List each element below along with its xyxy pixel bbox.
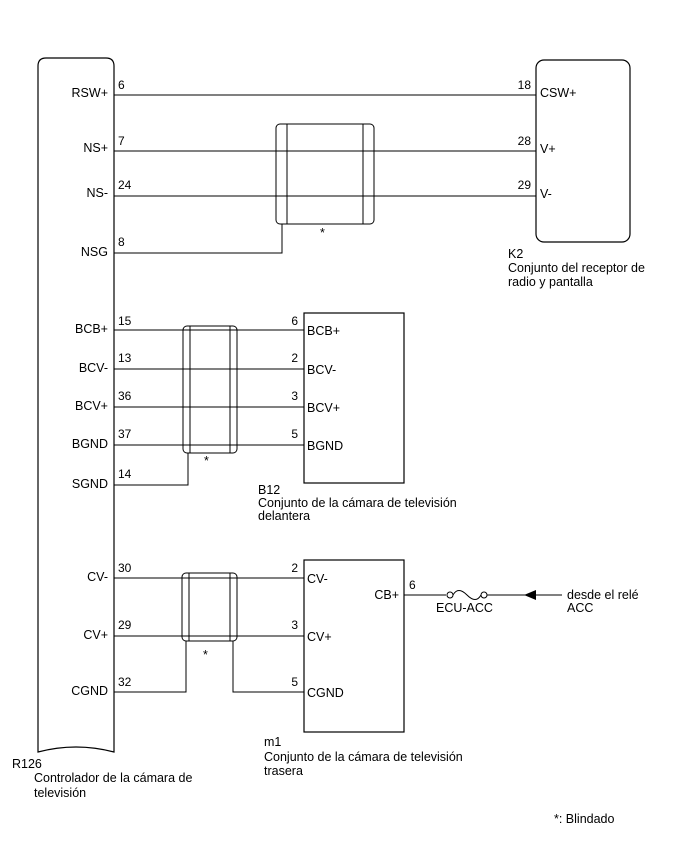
pin-b12-3: 3 [291, 389, 298, 403]
caption-b12: B12 Conjunto de la cámara de televisión … [258, 483, 457, 523]
label-sgnd: SGND [72, 477, 108, 491]
wire-cgnd-left [114, 641, 187, 693]
signal-k2-v-minus: V- [540, 187, 552, 201]
caption-k2: K2 Conjunto del receptor de radio y pant… [508, 247, 645, 289]
pin-k2-18: 18 [518, 78, 532, 92]
signal-b12-bgnd: BGND [307, 439, 343, 453]
b12-name-line1: Conjunto de la cámara de televisión [258, 496, 457, 510]
pin-k2-28: 28 [518, 134, 532, 148]
label-bcv-plus: BCV+ [75, 399, 108, 413]
label-ns-minus: NS- [86, 186, 108, 200]
label-bcv-minus: BCV- [79, 361, 108, 375]
shield-marker-ns: * [320, 226, 325, 240]
signal-m1-cv-plus: CV+ [307, 630, 332, 644]
label-rsw-plus: RSW+ [72, 86, 108, 100]
r126-controller-body [37, 57, 115, 753]
pin-r126-6: 6 [118, 78, 125, 92]
label-cgnd: CGND [71, 684, 108, 698]
m1-name-line1: Conjunto de la cámara de televisión [264, 750, 463, 764]
signal-m1-cgnd: CGND [307, 686, 344, 700]
k2-code: K2 [508, 247, 523, 261]
pin-m1-3: 3 [291, 618, 298, 632]
pin-m1-6: 6 [409, 578, 416, 592]
pin-b12-2: 2 [291, 351, 298, 365]
b12-name-line2: delantera [258, 509, 310, 523]
pin-r126-7: 7 [118, 134, 125, 148]
pin-b12-5: 5 [291, 427, 298, 441]
pin-m1-5: 5 [291, 675, 298, 689]
pin-r126-24: 24 [118, 178, 132, 192]
legend-shielded: *: Blindado [554, 812, 615, 826]
m1-name-line2: trasera [264, 764, 303, 778]
shield-m1 [181, 572, 238, 642]
fuse-terminal-left [446, 591, 454, 599]
pin-r126-13: 13 [118, 351, 132, 365]
pin-b12-6: 6 [291, 314, 298, 328]
r126-name-line2: televisión [34, 786, 86, 800]
b12-pins: 6 2 3 5 BCB+ BCV- BCV+ BGND [291, 314, 343, 453]
pin-r126-15: 15 [118, 314, 132, 328]
m1-code: m1 [264, 735, 281, 749]
label-nsg: NSG [81, 245, 108, 259]
b12-code: B12 [258, 483, 280, 497]
shield-b12 [182, 325, 238, 454]
k2-pins: 18 28 29 CSW+ V+ V- [518, 78, 577, 201]
pin-k2-29: 29 [518, 178, 532, 192]
signal-b12-bcb-plus: BCB+ [307, 324, 340, 338]
signal-m1-cb-plus: CB+ [374, 588, 399, 602]
pin-r126-37: 37 [118, 427, 132, 441]
pin-r126-8: 8 [118, 235, 125, 249]
pin-r126-32: 32 [118, 675, 132, 689]
label-bgnd: BGND [72, 437, 108, 451]
signal-k2-csw-plus: CSW+ [540, 86, 576, 100]
k2-name-line2: radio y pantalla [508, 275, 593, 289]
pin-r126-14: 14 [118, 467, 132, 481]
pin-r126-30: 30 [118, 561, 132, 575]
r126-name-line1: Controlador de la cámara de [34, 771, 192, 785]
b12-component-box [303, 312, 405, 484]
pin-m1-2: 2 [291, 561, 298, 575]
wire-cgnd-right [232, 641, 304, 693]
fuse-icon [452, 590, 482, 600]
label-cv-minus: CV- [87, 570, 108, 584]
fuse-label: ECU-ACC [436, 601, 493, 615]
signal-m1-cv-minus: CV- [307, 572, 328, 586]
shield-ns [275, 123, 375, 225]
signal-k2-v-plus: V+ [540, 142, 556, 156]
fuse-terminal-right [480, 591, 488, 599]
label-ns-plus: NS+ [83, 141, 108, 155]
wire-sgnd [114, 453, 189, 486]
signal-b12-bcv-plus: BCV+ [307, 401, 340, 415]
power-source-line1: desde el relé [567, 588, 639, 602]
left-pin-numbers: 6 7 24 8 15 13 36 37 14 30 29 32 [118, 78, 132, 689]
left-signal-labels: RSW+ NS+ NS- NSG BCB+ BCV- BCV+ BGND SGN… [71, 86, 108, 698]
m1-component-box [303, 559, 405, 733]
m1-pins: 2 3 5 CV- CV+ CGND CB+ 6 [291, 561, 416, 700]
wire-nsg [114, 224, 283, 254]
signal-b12-bcv-minus: BCV- [307, 363, 336, 377]
pin-r126-36: 36 [118, 389, 132, 403]
shield-marker-b12: * [204, 454, 209, 468]
pin-r126-29: 29 [118, 618, 132, 632]
label-cv-plus: CV+ [83, 628, 108, 642]
label-bcb-plus: BCB+ [75, 322, 108, 336]
k2-name-line1: Conjunto del receptor de [508, 261, 645, 275]
caption-m1: m1 Conjunto de la cámara de televisión t… [264, 735, 463, 778]
arrow-left-icon [524, 590, 536, 600]
r126-code: R126 [12, 757, 42, 771]
power-source-line2: ACC [567, 601, 593, 615]
caption-r126: R126 Controlador de la cámara de televis… [12, 757, 192, 800]
shield-marker-m1: * [203, 648, 208, 662]
